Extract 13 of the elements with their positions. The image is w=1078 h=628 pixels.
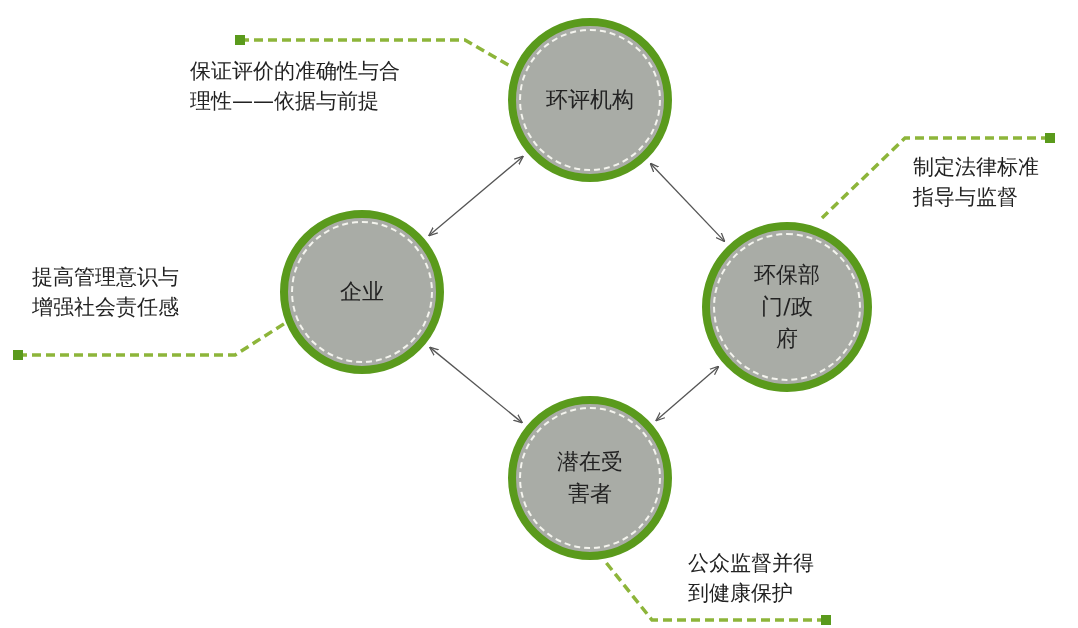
annotation-text: 提高管理意识与增强社会责任感: [14, 262, 190, 355]
annotation-text: 制定法律标准指导与监督: [905, 138, 1047, 212]
circle-node: 企业: [280, 210, 444, 374]
circle-node: 潜在受害者: [508, 396, 672, 560]
annotation-text: 公众监督并得到健康保护: [680, 548, 822, 620]
circle-node: 环评机构: [508, 18, 672, 182]
double-arrow: [428, 346, 524, 424]
circle-node: 环保部门/政府: [702, 222, 872, 392]
double-arrow: [428, 155, 524, 237]
double-arrow: [649, 162, 726, 243]
annotation-text: 保证评价的准确性与合理性——依据与前提: [190, 40, 418, 116]
leader-line: [820, 133, 1055, 220]
double-arrow: [655, 365, 720, 422]
